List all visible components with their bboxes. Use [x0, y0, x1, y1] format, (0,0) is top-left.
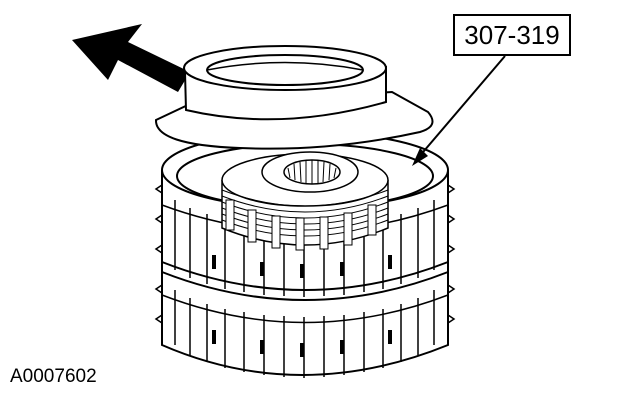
callout-leader-line [412, 55, 506, 166]
clutch-spring-compressor-tool [154, 45, 434, 150]
tool-number-callout: 307-319 [453, 14, 571, 56]
figure-id-label: A0007602 [10, 366, 97, 387]
clutch-pack [221, 151, 389, 251]
direction-arrow-icon [72, 24, 190, 92]
tool-number-label: 307-319 [464, 19, 560, 50]
